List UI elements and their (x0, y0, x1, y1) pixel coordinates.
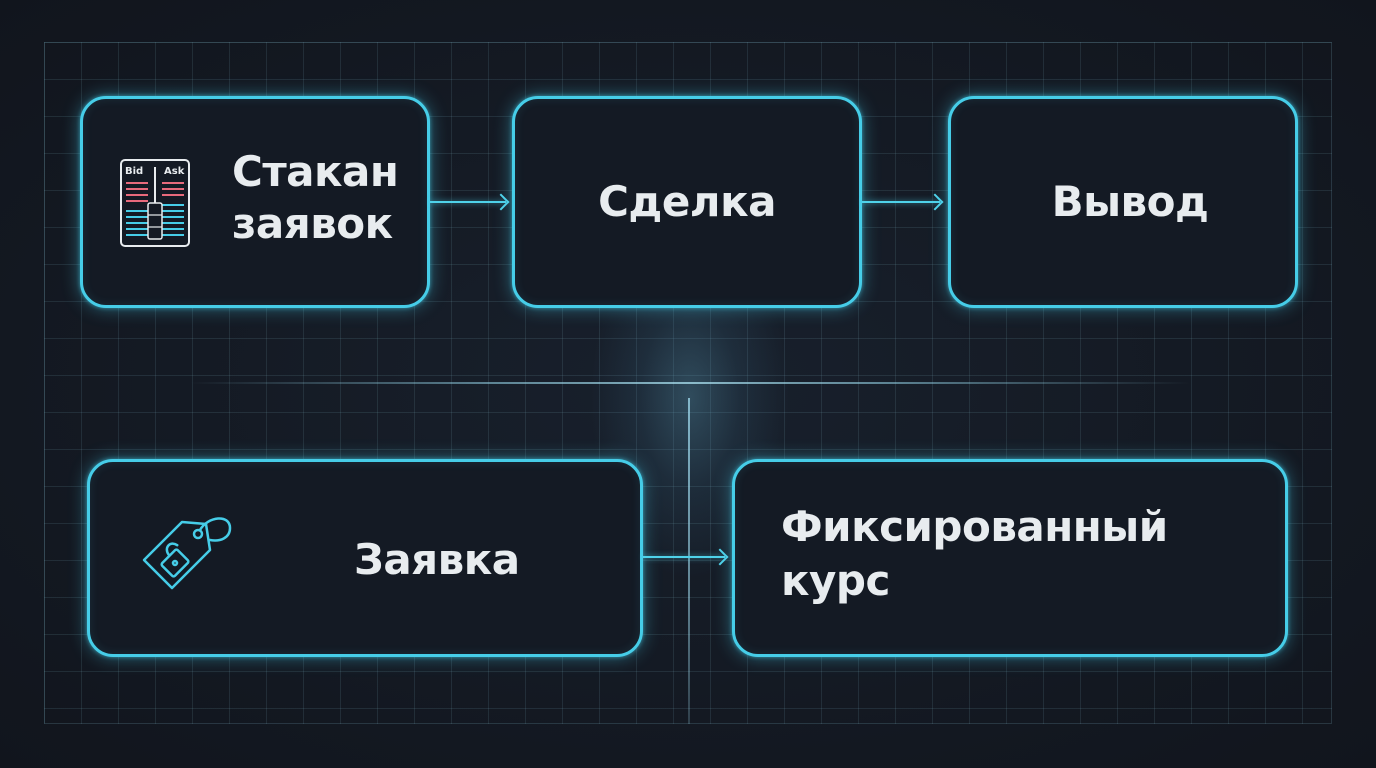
divider-vertical (688, 398, 690, 724)
arrow-deal-to-output (862, 201, 940, 203)
deal-label: Сделка (598, 177, 776, 226)
arrow-order-to-fixed-rate (643, 556, 725, 558)
icon-bid-label: Bid (125, 166, 143, 177)
node-order: Заявка (87, 459, 643, 657)
node-order-book: Bid Ask (80, 96, 430, 308)
order-book-label-line1: Стакан (232, 147, 399, 196)
node-deal: Сделка (512, 96, 862, 308)
order-book-icon: Bid Ask (120, 159, 190, 247)
order-label: Заявка (354, 535, 520, 584)
price-tag-lock-icon (142, 517, 232, 590)
arrow-order-book-to-deal (430, 201, 506, 203)
fixed-rate-label-line1: Фиксированный (781, 502, 1168, 551)
order-book-label-line2: заявок (232, 199, 393, 248)
node-output: Вывод (948, 96, 1298, 308)
fixed-rate-label-line2: курс (781, 556, 890, 605)
divider-horizontal (190, 382, 1190, 384)
node-fixed-rate: Фиксированный курс (732, 459, 1288, 657)
output-label: Вывод (1051, 177, 1209, 226)
icon-ask-label: Ask (164, 166, 185, 177)
